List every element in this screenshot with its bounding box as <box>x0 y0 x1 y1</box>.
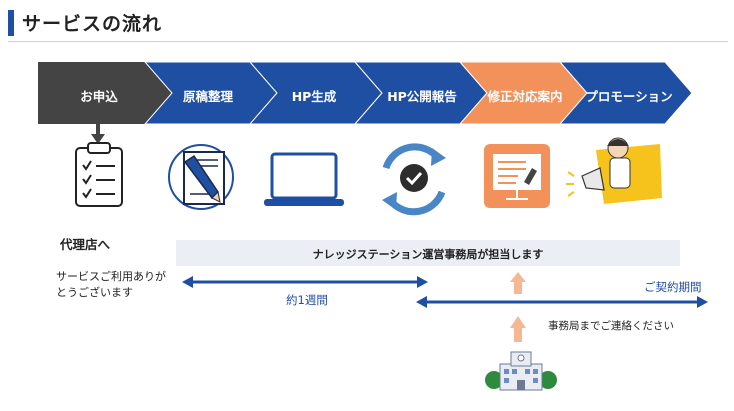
step-label-manuscript: 原稿整理 <box>182 89 233 104</box>
agent-title: 代理店へ <box>60 237 111 252</box>
contact-up-arrow-upper <box>510 272 526 294</box>
step-label-revision: 修正対応案内 <box>487 89 563 104</box>
step-label-promotion: プロモーション <box>585 89 673 104</box>
step-chevron-apply <box>38 62 172 124</box>
title-divider <box>8 41 728 42</box>
sync-check-icon <box>382 143 446 216</box>
step-label-hp-generate: HP生成 <box>291 89 337 104</box>
office-building-icon <box>485 351 557 391</box>
page-title: サービスの流れ <box>22 13 163 35</box>
one-week-label: 約1週間 <box>286 293 328 307</box>
one-week-arrow <box>182 276 428 288</box>
contract-period-arrow <box>416 296 708 308</box>
promotion-megaphone-icon <box>566 137 662 204</box>
contract-period-label: ご契約期間 <box>644 280 702 294</box>
contact-up-arrow-lower <box>510 316 526 342</box>
agent-note: サービスご利用ありがとうございます <box>56 270 166 299</box>
step-label-hp-publish: HP公開報告 <box>387 89 457 104</box>
document-pencil-icon <box>168 144 234 210</box>
contact-office-label: 事務局までご連絡ください <box>548 320 674 332</box>
revision-screen-icon <box>484 144 550 208</box>
knowledge-station-text: ナレッジステーション運営事務局が担当します <box>312 248 544 261</box>
step-chevron-promotion <box>558 61 693 125</box>
laptop-icon <box>264 152 344 206</box>
clipboard-checklist-icon <box>75 142 123 207</box>
apply-down-arrow-head <box>91 134 105 144</box>
title-accent-bar <box>8 10 14 36</box>
step-label-apply: お申込 <box>80 89 118 104</box>
knowledge-station-band: ナレッジステーション運営事務局が担当します <box>176 240 680 266</box>
